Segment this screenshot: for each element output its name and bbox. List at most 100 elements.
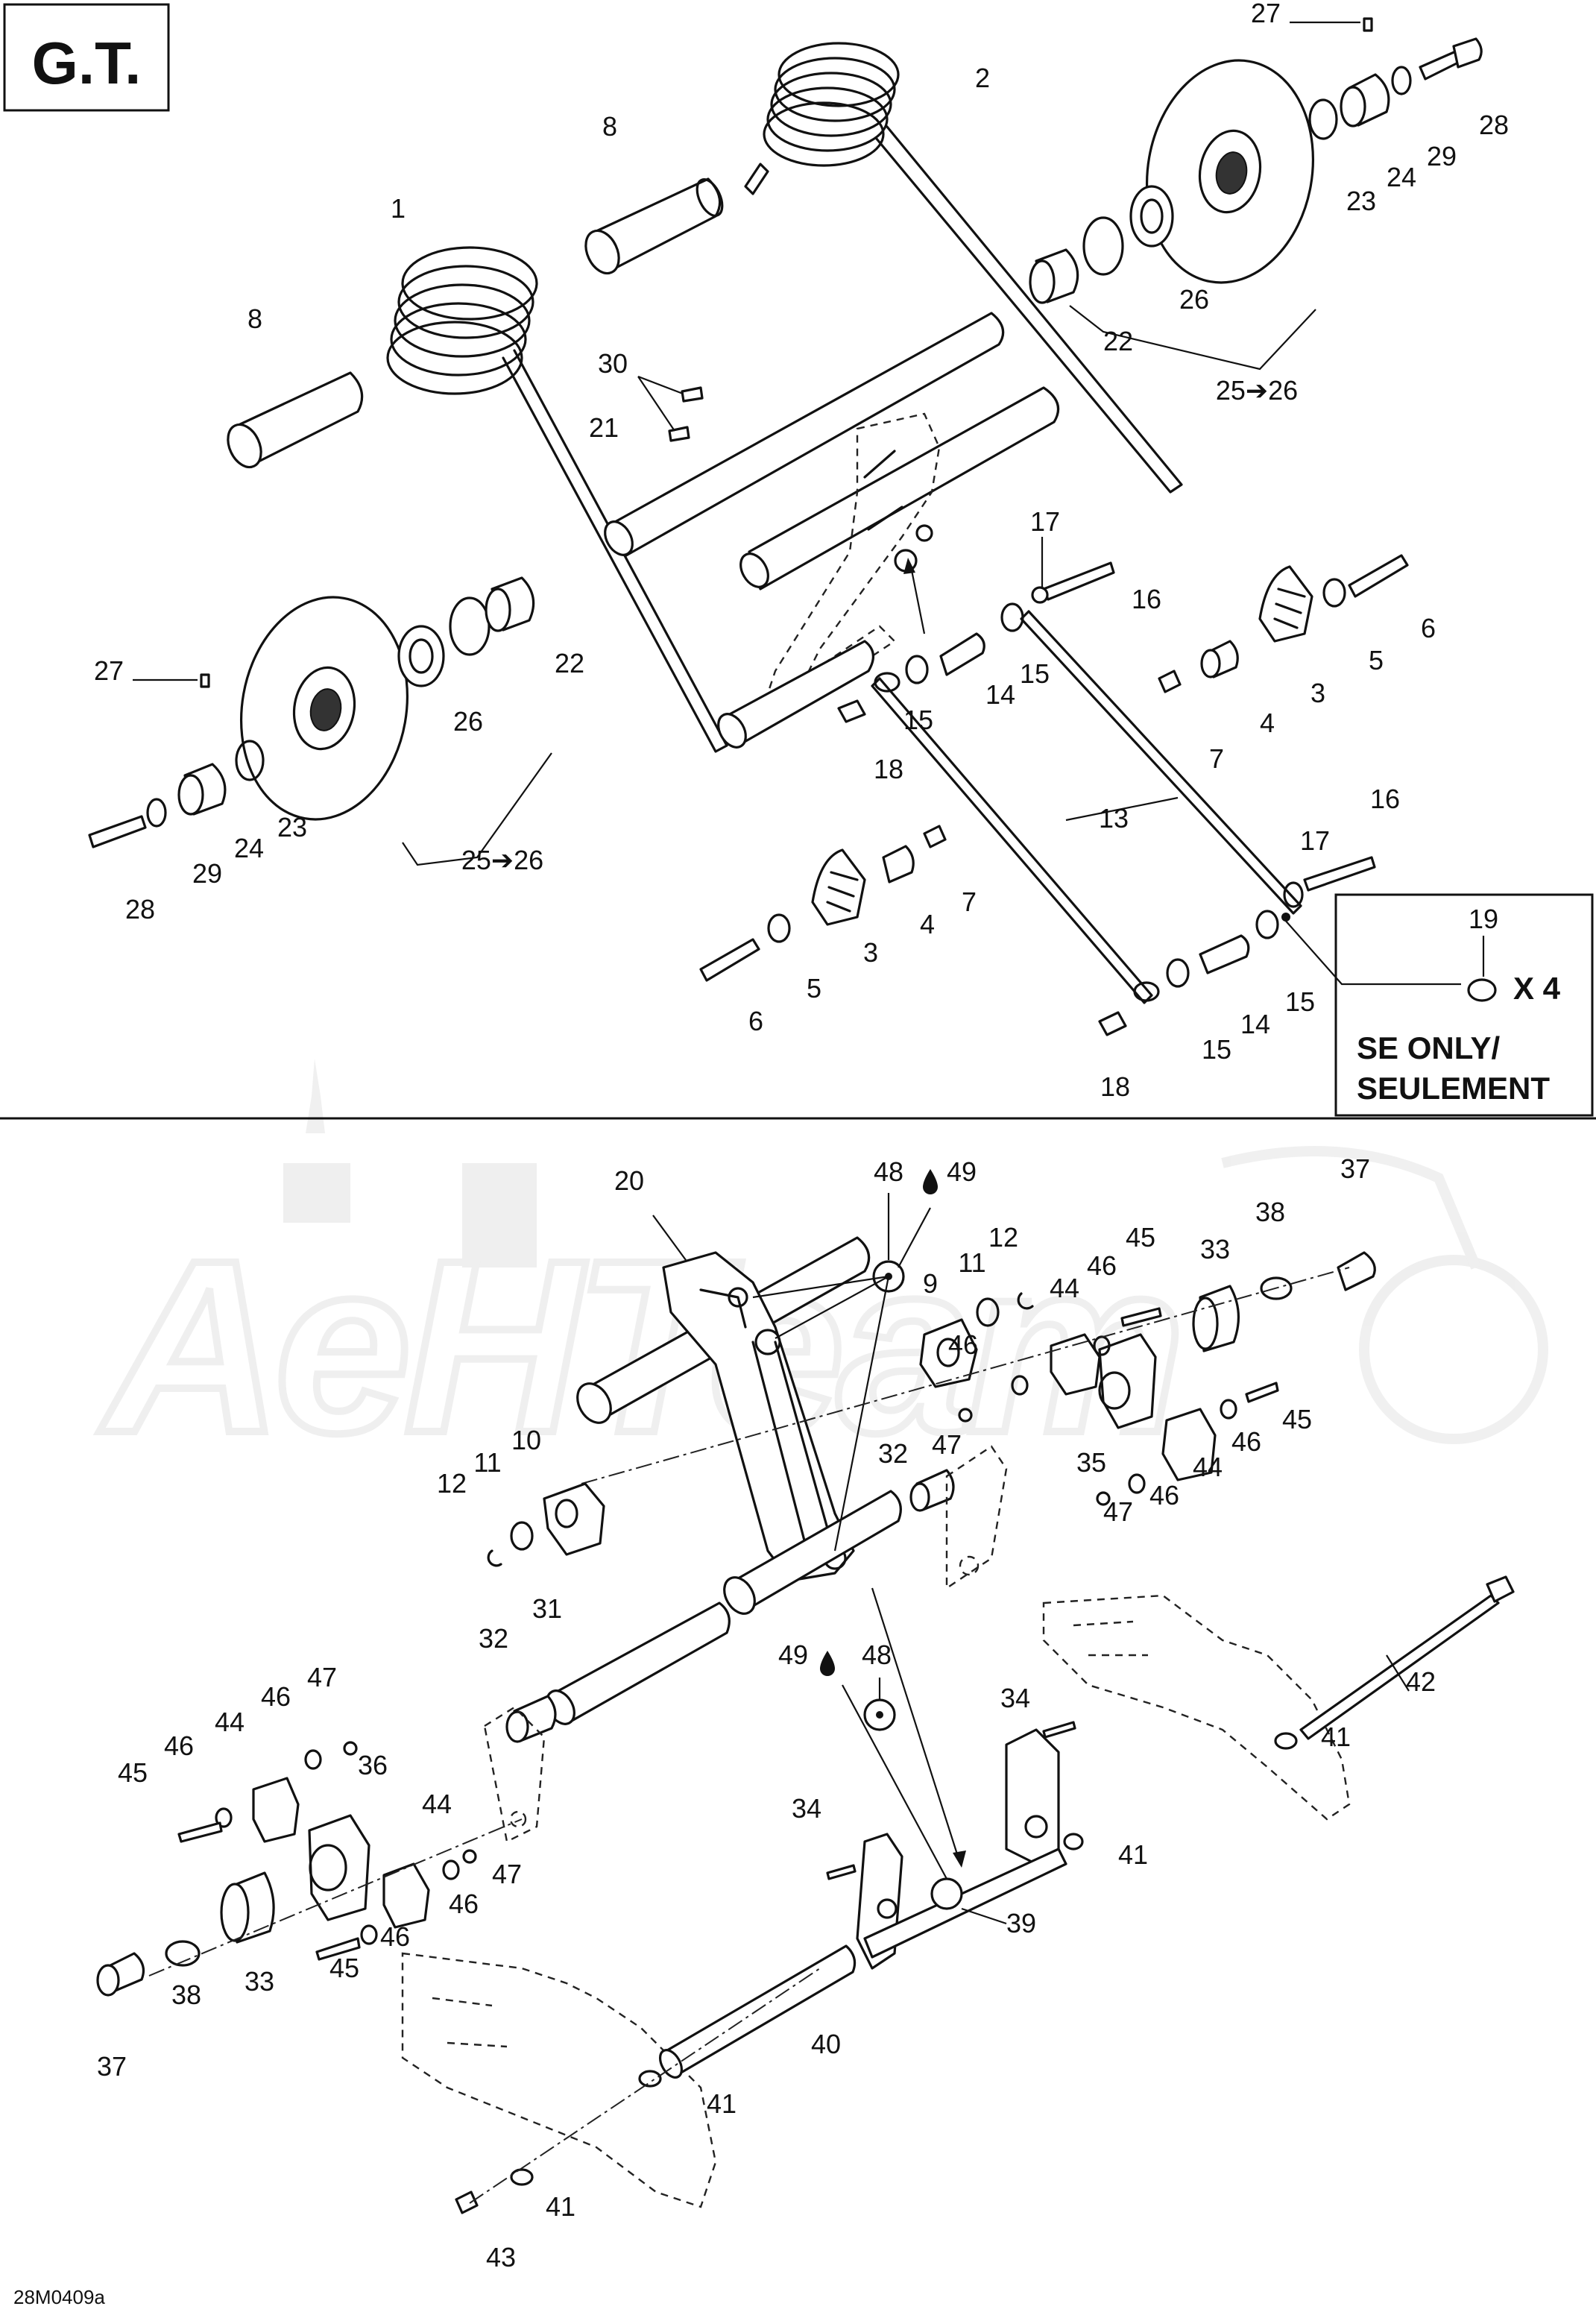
callout-c-12a: 12 [988,1222,1018,1253]
callout-c-49a: 49 [947,1156,977,1187]
callout-c-27b: 27 [94,655,124,686]
callout-c-44a: 44 [1050,1273,1079,1303]
callout-c-31: 31 [532,1593,562,1624]
callout-c-8a: 8 [602,111,617,142]
callout-c-17a: 17 [1030,506,1060,537]
callout-c-47a: 47 [932,1429,962,1460]
callout-c-10: 10 [511,1425,541,1455]
callout-c-45b: 45 [1282,1404,1312,1434]
callout-c-7b: 7 [962,886,977,917]
callout-c-26b: 26 [453,706,483,737]
callout-c-37a: 37 [1340,1153,1370,1184]
grease-drop-icon-b [820,1651,835,1676]
callout-c-46e: 46 [261,1681,291,1712]
callout-c-47d: 47 [492,1859,522,1889]
callout-c-36: 36 [358,1750,388,1780]
idler-wheel-right [1029,17,1483,304]
se-line1: SE ONLY/ [1357,1030,1501,1065]
arrow-to-bracket [871,1587,966,1868]
callout-c-18a: 18 [874,754,903,784]
callout-c-5a: 5 [1369,645,1384,675]
bushings-lower [1098,856,1376,1036]
callout-c-46c: 46 [1231,1426,1261,1457]
callout-c-3a: 3 [1310,678,1325,708]
grease-fitting-48a [752,1169,938,1552]
callout-c-24b: 24 [234,833,264,863]
callout-c-32b: 32 [479,1623,508,1654]
frame-rail-left [401,1952,717,2208]
callout-c-8b: 8 [247,303,262,334]
callout-c-13: 13 [1099,803,1129,834]
callout-c-38a: 38 [1255,1197,1285,1227]
callout-c-41a: 41 [1321,1722,1351,1752]
slide-lower-left [699,825,947,982]
callout-c-15d: 15 [1202,1034,1231,1065]
callout-c-15a: 15 [1020,658,1050,689]
spring-2 [744,42,1183,494]
se-part-label: 19 [1469,904,1498,934]
block-10 [487,1482,605,1567]
callout-c-27a: 27 [1251,0,1281,28]
callout-c-46h: 46 [380,1921,410,1952]
callout-c-28b: 28 [125,894,155,925]
callout-c-38b: 38 [171,1979,201,2010]
sleeve-8b [227,371,364,469]
callout-c-24a: 24 [1387,162,1416,192]
callout-c-46d: 46 [1149,1480,1179,1511]
callout-c-28a: 28 [1479,110,1509,140]
callout-c-2526a: 25➔26 [1216,375,1298,406]
callout-c-43: 43 [486,2242,516,2273]
callout-c-1: 1 [391,193,406,224]
callout-c-34a: 34 [1000,1683,1030,1713]
callout-c-18b: 18 [1100,1071,1130,1102]
callout-c-41d: 41 [546,2191,575,2222]
callout-c-9: 9 [923,1268,938,1299]
watermark: AeHTeam [93,1059,1548,1487]
callout-c-23a: 23 [1346,186,1376,216]
callout-c-15b: 15 [903,705,933,735]
callout-c-33b: 33 [245,1966,274,1997]
grease-drop-icon [923,1169,938,1194]
page-title: G.T. [32,30,142,96]
callout-c-32a: 32 [878,1438,908,1469]
callout-c-46f: 46 [164,1730,194,1761]
callout-c-6a: 6 [1421,613,1436,643]
bracket-right-dashed [945,1445,1008,1590]
front-arm-upper [717,412,941,749]
se-note-box: 19 X 4 SE ONLY/ SEULEMENT [1283,893,1594,1117]
screws-30 [637,375,704,442]
sleeve-8a [584,177,724,275]
callout-c-42: 42 [1406,1666,1436,1697]
cross-shaft-42 [1274,1575,1515,1750]
callout-c-17b: 17 [1300,825,1330,856]
callout-c-22a: 22 [1103,326,1133,356]
callout-c-41b: 41 [1118,1839,1148,1870]
callout-c-26a: 26 [1179,284,1209,315]
callout-c-45a: 45 [1126,1222,1155,1253]
callout-c-46a: 46 [1087,1250,1117,1281]
callout-c-23b: 23 [277,812,307,842]
callout-c-47c: 47 [307,1662,337,1692]
callout-c-33a: 33 [1200,1234,1230,1264]
se-line2: SEULEMENT [1357,1071,1550,1106]
callout-c-4b: 4 [920,909,935,939]
callout-c-3b: 3 [863,937,878,968]
bracket-left-dashed [483,1706,546,1843]
block-cluster-lower [96,1741,523,1997]
title-box: G.T. [3,3,170,112]
callout-c-11a: 11 [958,1247,985,1278]
callout-c-44b: 44 [1193,1452,1223,1482]
callout-labels: 28182728292423262225➔2630211716651514153… [94,0,1509,2273]
callout-c-49b: 49 [778,1640,808,1670]
rear-arm-20 [576,1236,902,1615]
callout-c-12b: 12 [437,1468,467,1499]
tube-31 [505,1601,731,1743]
callout-c-37b: 37 [97,2051,127,2082]
callout-c-46b: 46 [948,1329,978,1360]
callout-c-47b: 47 [1103,1496,1133,1527]
callout-c-6b: 6 [748,1006,763,1036]
shaft-pivot [739,386,1060,590]
callout-c-29a: 29 [1427,141,1457,171]
callout-c-4a: 4 [1260,708,1275,738]
